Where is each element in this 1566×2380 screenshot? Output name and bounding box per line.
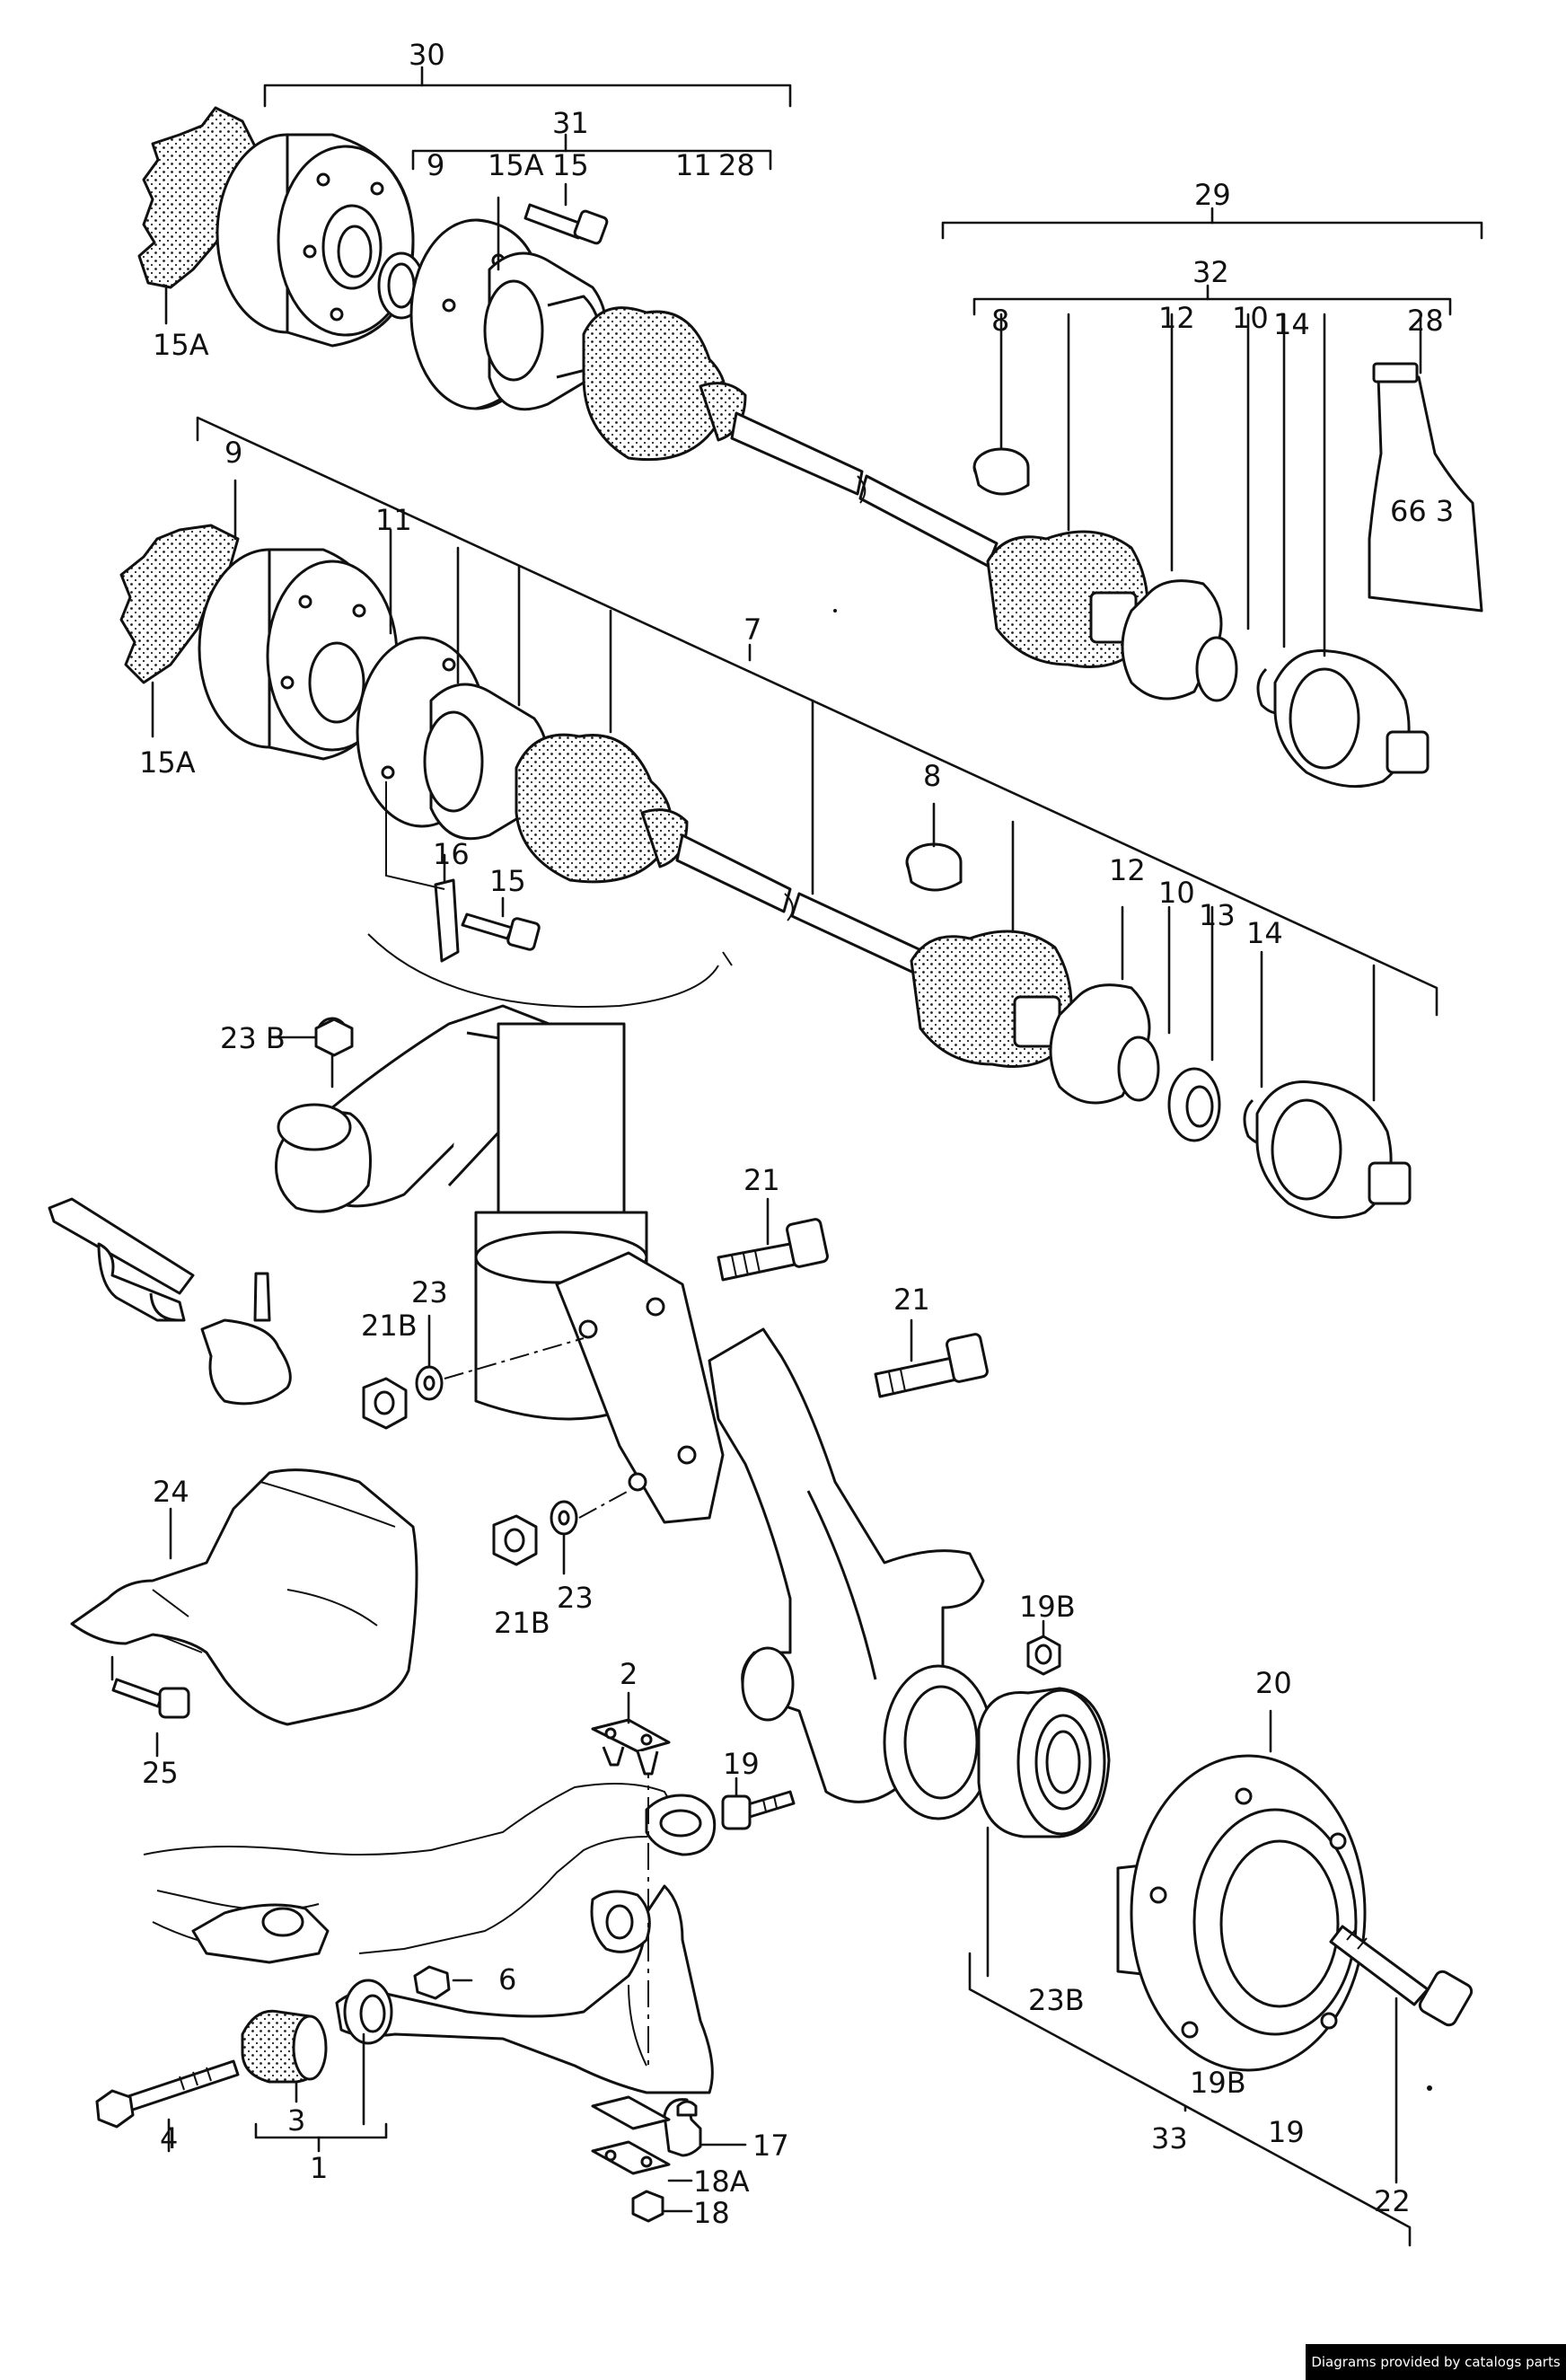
bolt-25 [111,1678,163,1708]
nut-18 [631,2190,664,2223]
label-32: 32 [1192,255,1229,289]
label-21-lower: 21 [893,1283,930,1317]
label-3: 3 [287,2103,305,2138]
plate-18a [591,2140,671,2175]
label-19-lower: 19 [1268,2115,1305,2149]
label-4: 4 [160,2121,178,2155]
lower-control-arm [95,1691,747,2223]
label-31: 31 [552,106,589,140]
lock-plate-16 [434,878,460,963]
label-10-upper: 10 [1232,301,1269,335]
label-14-upper: 14 [1273,307,1310,341]
tube-marking: 66 3 [1390,494,1454,528]
strut-and-knuckle [48,933,1061,1820]
label-12-lower: 12 [1109,853,1146,887]
tie-rod [48,1197,195,1295]
lower-driveshaft-assembly [119,182,1438,1220]
nut-6 [413,1965,451,2000]
label-21b-lower: 21B [494,1606,550,1640]
footer-credit: Diagrams provided by catalogs parts [1306,2344,1566,2380]
bolt-19 [743,1790,796,1819]
label-19-upper: 19 [723,1747,760,1781]
ball-joint-17 [663,2098,702,2157]
ring-10-upper [1195,636,1238,702]
bolt-21-upper [717,1218,829,1282]
label-28-upper-left: 28 [718,148,755,182]
label-15-lower: 15 [489,864,526,898]
label-28-upper-right: 28 [1407,304,1444,338]
label-11-lower: 11 [375,503,412,537]
label-15a-upper-right: 15A [488,148,544,182]
splash-shield-24 [70,1468,418,1758]
label-19b-upper: 19B [1019,1590,1076,1624]
label-23b-upper: 23 B [220,1021,286,1055]
label-24: 24 [153,1475,189,1509]
label-21-upper: 21 [743,1163,780,1197]
label-23-lower: 23 [557,1581,594,1615]
label-13: 13 [1199,898,1236,932]
label-15a-lower: 15A [139,745,196,780]
label-18: 18 [693,2196,730,2230]
boot-upper-inner [582,306,727,462]
label-8-upper: 8 [991,304,1009,338]
label-11-upper: 11 [675,148,712,182]
label-18a: 18A [693,2164,750,2199]
label-23b-lower: 23B [1028,1983,1085,2017]
label-20: 20 [1255,1666,1292,1700]
label-21b-upper: 21B [361,1309,418,1343]
label-29: 29 [1194,178,1231,212]
label-8-lower: 8 [923,759,941,793]
wheel-bearing-and-hub [721,1619,1474,2247]
label-19b-lower: 19B [1190,2066,1246,2100]
label-25: 25 [142,1756,179,1790]
label-14-lower: 14 [1246,916,1283,950]
boot-lower-inner [515,733,673,884]
wheel-bolt-22 [1329,1925,1430,2006]
label-6: 6 [498,1962,516,1997]
bolt-15-lower [461,912,514,940]
bolt-21-lower [874,1333,989,1398]
label-2: 2 [620,1657,638,1691]
upper-driveshaft-assembly: 66 3 [137,66,1483,789]
nut-23b [314,1018,354,1057]
label-7: 7 [743,613,761,647]
label-10-lower: 10 [1158,876,1195,910]
label-17: 17 [752,2129,789,2163]
label-15-upper: 15 [552,148,589,182]
label-15a-upper-left: 15A [153,328,209,362]
grease-tube-28 [1368,375,1483,613]
label-9-upper: 9 [427,148,444,182]
label-1: 1 [310,2151,328,2185]
label-23-upper: 23 [411,1275,448,1309]
label-33: 33 [1151,2121,1188,2155]
callout-labels: 30 31 9 15A 15 11 28 15A 29 32 8 12 10 1… [139,38,1444,2230]
ring-10-lower [1117,1036,1160,1102]
label-30: 30 [409,38,445,72]
label-9-lower: 9 [224,436,242,470]
label-22: 22 [1374,2184,1411,2218]
label-16: 16 [433,837,470,871]
label-12-upper: 12 [1158,301,1195,335]
